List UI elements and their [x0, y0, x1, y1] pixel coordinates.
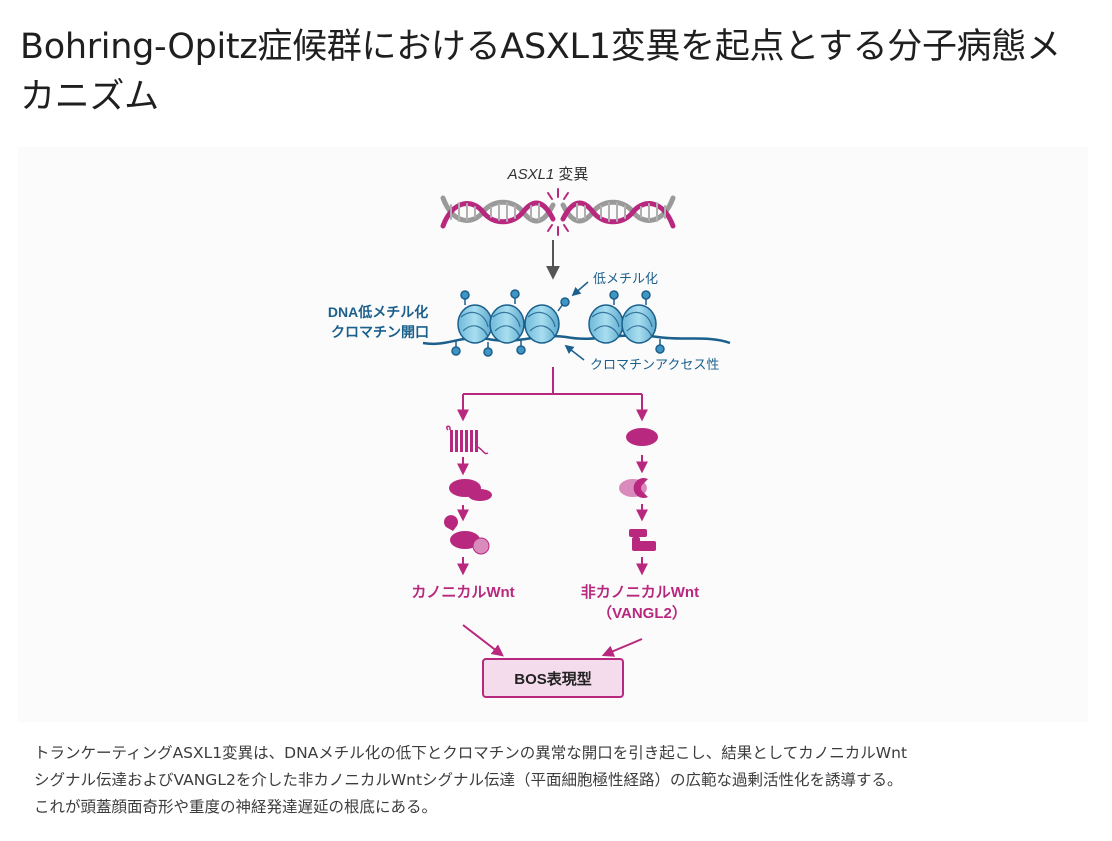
branch-connector — [457, 367, 648, 422]
canonical-label: カノニカルWnt — [411, 584, 514, 601]
noncanonical-ligand-icon — [626, 428, 658, 446]
diagram-figure: ASXL1 変異 — [18, 147, 1088, 722]
figure-caption: トランケーティングASXL1変異は、DNAメチル化の低下とクロマチンの異常な開口… — [34, 740, 1094, 821]
hypomethylation-callout: 低メチル化 — [593, 271, 658, 286]
canonical-complex-icon — [449, 479, 492, 501]
noncanonical-vangl2-icon — [629, 529, 656, 551]
canonical-effector-icon — [444, 515, 490, 555]
hypomethylation-pointer-icon — [571, 281, 589, 297]
canonical-receptor-icon — [446, 425, 489, 455]
caption-line-1: トランケーティングASXL1変異は、DNAメチル化の低下とクロマチンの異常な開口… — [34, 744, 908, 762]
accessibility-callout: クロマチンアクセス性 — [590, 357, 719, 372]
chromatin-main-label: DNA低メチル化 クロマチン開口 — [328, 304, 432, 340]
mutation-label: ASXL1 変異 — [507, 166, 589, 183]
page-title: Bohring-Opitz症候群におけるASXL1変異を起点とする分子病態メカニ… — [20, 27, 1061, 117]
caption-line-3: これが頭蓋顔面奇形や重度の神経発達遅延の根底にある。 — [34, 798, 438, 816]
mutation-break-icon — [547, 188, 569, 236]
converge-arrow-left-icon — [462, 624, 504, 657]
noncanonical-receptor-icon — [619, 478, 648, 499]
caption-line-2: シグナル伝達およびVANGL2を介した非カノニカルWntシグナル伝達（平面細胞極… — [34, 771, 903, 789]
converge-arrow-right-icon — [601, 638, 643, 657]
dna-helix-icon — [440, 195, 676, 229]
accessibility-pointer-icon — [564, 344, 585, 361]
outcome-box: BOS表現型 — [482, 658, 624, 698]
chromatin-nucleosomes-icon — [422, 289, 731, 357]
outcome-label: BOS表現型 — [514, 670, 592, 688]
noncanonical-label: 非カノニカルWnt （VANGL2） — [581, 583, 704, 622]
